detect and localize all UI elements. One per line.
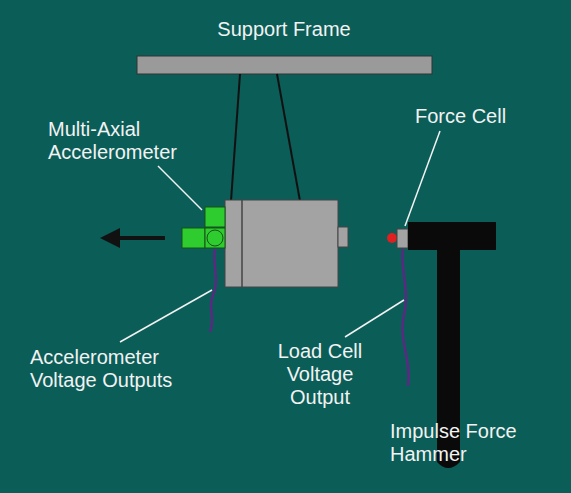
accelerometer-label: Multi-Axial Accelerometer <box>48 118 188 164</box>
force-cell <box>397 229 408 248</box>
impact-tab <box>338 227 348 247</box>
test-body <box>225 200 338 287</box>
leader-line <box>345 300 404 337</box>
direction-arrowhead <box>100 228 120 248</box>
leader-line <box>158 166 202 210</box>
frame-label: Support Frame <box>174 18 394 41</box>
accelerometer-axis <box>207 230 223 246</box>
accelerometer-block <box>182 228 205 248</box>
accelerometer-output-label: Accelerometer Voltage Outputs <box>30 346 195 392</box>
suspension-cord <box>231 74 240 201</box>
leader-line <box>405 131 440 226</box>
force-cell-label: Force Cell <box>415 105 545 128</box>
suspension-cord <box>277 74 300 201</box>
direction-arrow <box>116 236 165 240</box>
hammer-head <box>408 222 496 250</box>
hammer-label: Impulse Force Hammer <box>390 420 555 466</box>
accelerometer-block <box>205 207 225 227</box>
leader-line <box>120 290 212 342</box>
body-edge-line <box>241 200 243 287</box>
support-frame <box>137 56 432 74</box>
load-cell-wire <box>402 249 408 386</box>
hammer-tip <box>387 233 397 243</box>
accelerometer-block <box>205 228 225 248</box>
load-cell-label: Load Cell Voltage Output <box>258 340 382 409</box>
